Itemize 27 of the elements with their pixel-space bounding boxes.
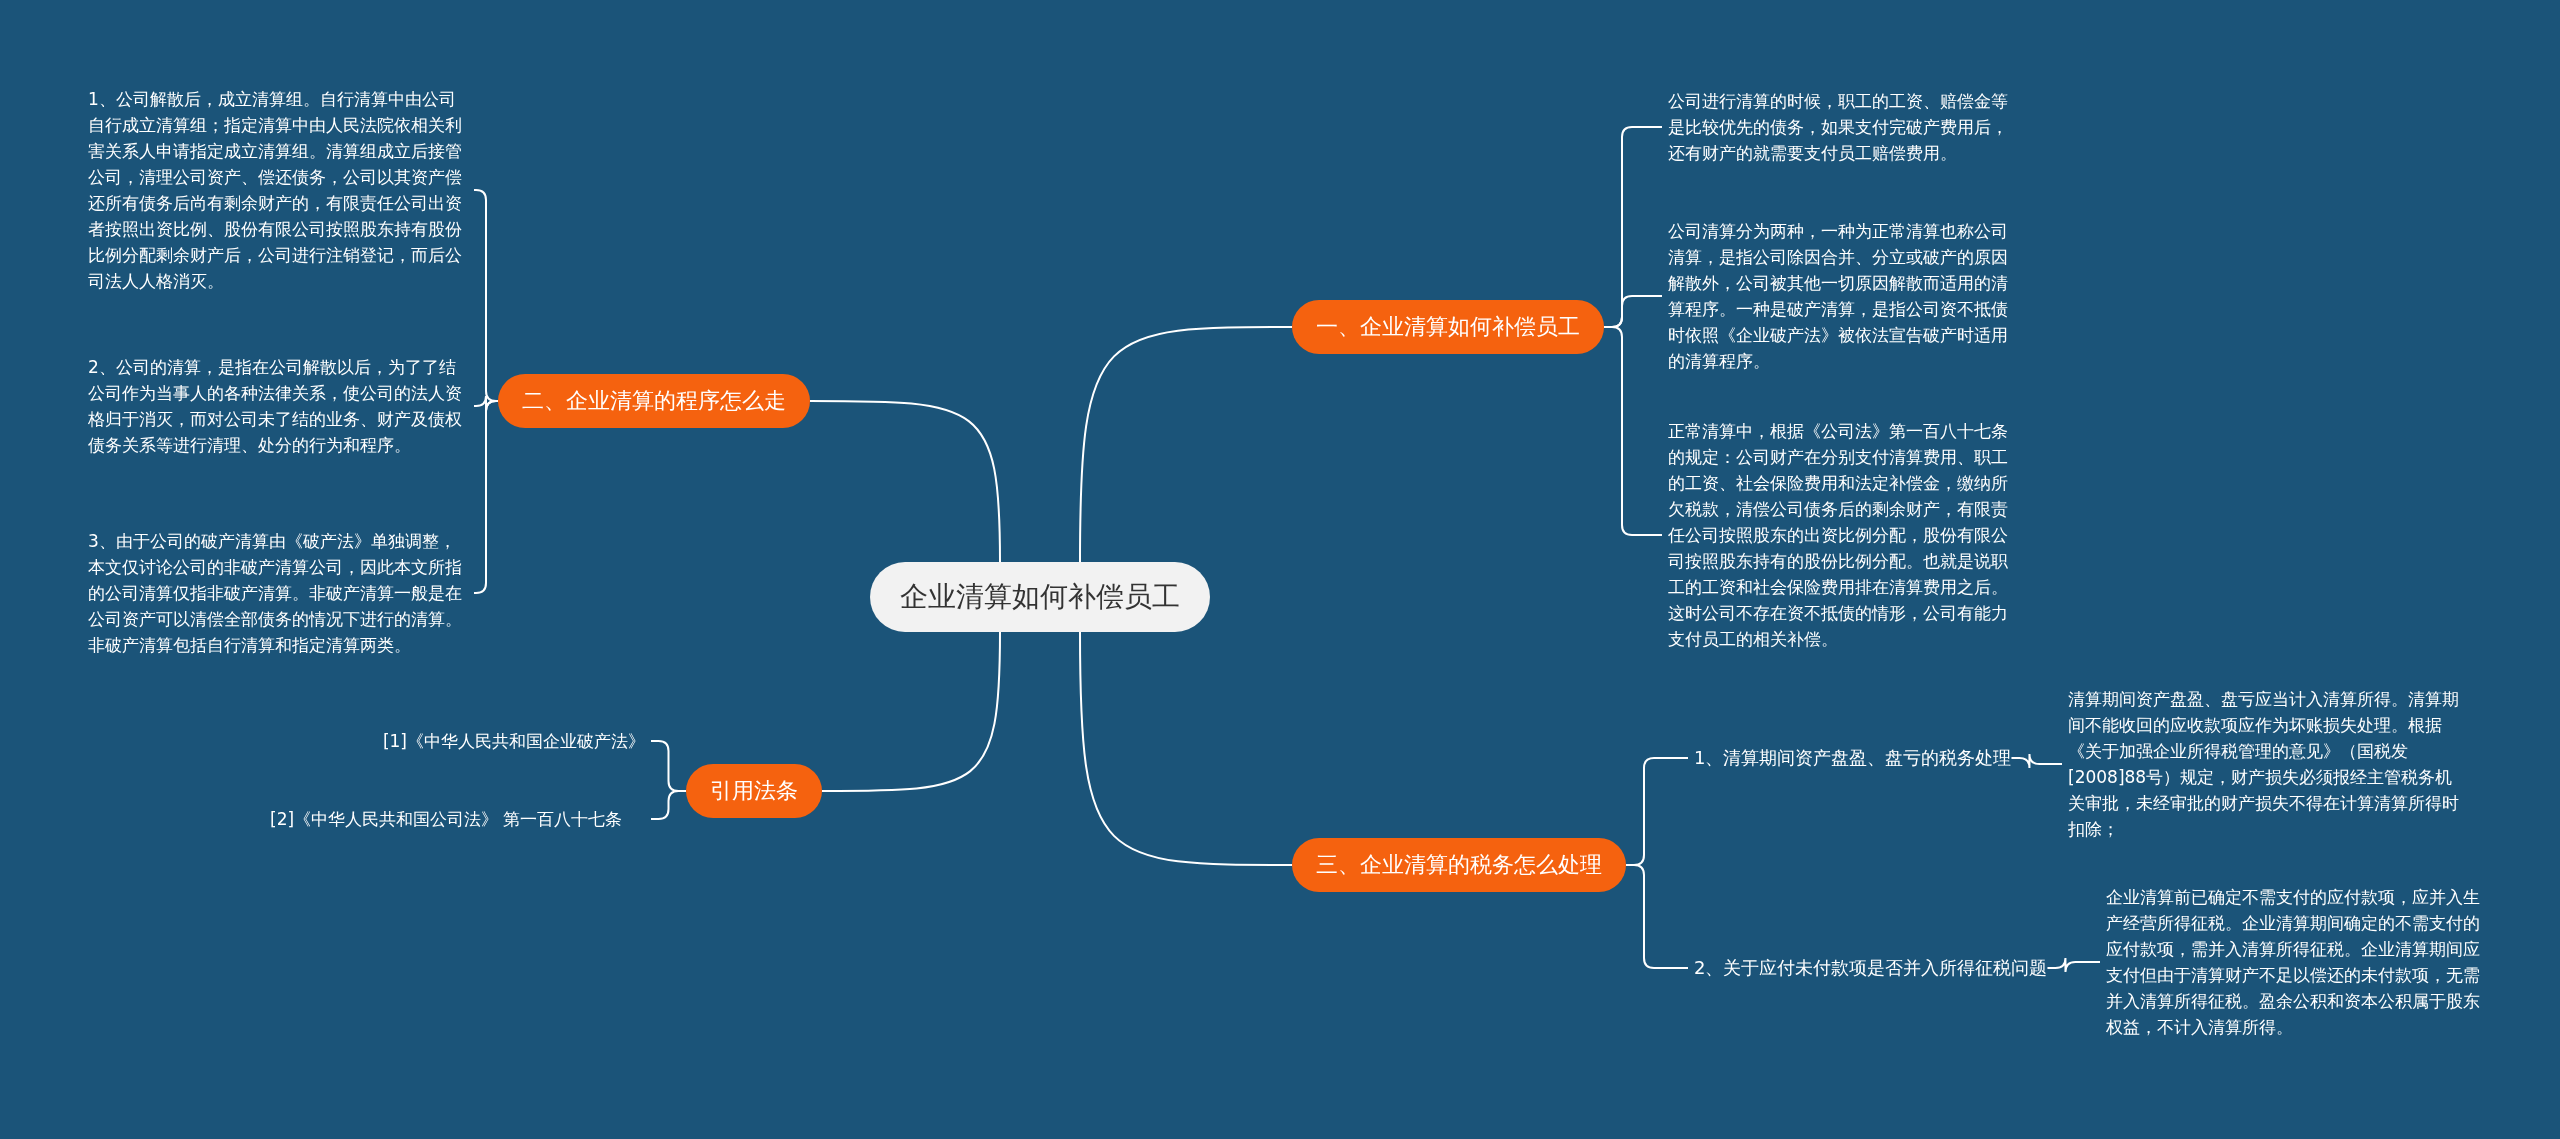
citation-text: [1]《中华人民共和国企业破产法》 bbox=[381, 730, 645, 753]
paragraph-text: 2、公司的清算，是指在公司解散以后，为了了结公司作为当事人的各种法律关系，使公司的法人资格归于消灭，而对公司未了结的业务、财产及债权债务关系等进行清理、处分的行为和程序。 bbox=[88, 356, 463, 457]
connector-line bbox=[1079, 631, 1293, 866]
connector-line bbox=[1603, 326, 1663, 536]
paragraph-text: 企业清算前已确定不需支付的应付款项，应并入生产经营所得征税。企业清算期间确定的不需支付的应付款项，需并入清算所得征税。企业清算期间应支付但由于清算财产不足以偿还的未付款项，无需并入清算所得征税。盈余公积和资本公积属于股东权益，不计入清算所得。 bbox=[2106, 886, 2481, 1039]
central-topic: 企业清算如何补偿员工 bbox=[870, 562, 1210, 632]
branch-topic: 三、企业清算的税务怎么处理 bbox=[1292, 838, 1626, 892]
connector-line bbox=[1079, 326, 1293, 563]
connector-line bbox=[809, 400, 1001, 563]
connector-line bbox=[2046, 957, 2101, 973]
connector-line bbox=[2010, 753, 2063, 769]
paragraph-text: 清算期间资产盘盈、盘亏应当计入清算所得。清算期间不能收回的应收款项应作为坏账损失处理。根据《关于加强企业所得税管理的意见》（国税发[2008]88号）规定，财产损失必须报经主管税务机关审批，未经审批的财产损失不得在计算清算所得时扣除； bbox=[2068, 688, 2460, 841]
paragraph-text: 正常清算中，根据《公司法》第一百八十七条的规定：公司财产在分别支付清算费用、职工的工资、社会保险费用和法定补偿金，缴纳所欠税款，清偿公司债务后的剩余财产，有限责任公司按照股东的出资比例分配，股份有限公司按照股东持有的股份比例分配。也就是说职工的工资和社会保险费用排在清算费用之后。这时公司不存在资不抵债的情形，公司有能力支付员工的相关补偿。 bbox=[1668, 420, 2008, 651]
paragraph-text: 公司清算分为两种，一种为正常清算也称公司清算，是指公司除因合并、分立或破产的原因解散外，公司被其他一切原因解散而适用的清算程序。一种是破产清算，是指公司资不抵债时依照《企业破产法》被依法宣告破产时适用的清算程序。 bbox=[1668, 220, 2008, 373]
branch-topic: 一、企业清算如何补偿员工 bbox=[1292, 300, 1604, 354]
connector-line bbox=[473, 400, 499, 594]
connector-line bbox=[821, 631, 1001, 792]
subtopic-text: 1、清算期间资产盘盈、盘亏的税务处理 bbox=[1694, 746, 2012, 770]
branch-topic: 引用法条 bbox=[686, 764, 822, 818]
subtopic-text: 2、关于应付未付款项是否并入所得征税问题 bbox=[1694, 956, 2048, 980]
connector-line bbox=[650, 790, 687, 820]
paragraph-text: 公司进行清算的时候，职工的工资、赔偿金等是比较优先的债务，如果支付完破产费用后，还有财产的就需要支付员工赔偿费用。 bbox=[1668, 90, 2008, 165]
citation-text: [2]《中华人民共和国公司法》 第一百八十七条 bbox=[270, 808, 624, 831]
connector-line bbox=[1625, 864, 1689, 969]
paragraph-text: 1、公司解散后，成立清算组。自行清算中由公司自行成立清算组；指定清算中由人民法院依相关利害关系人申请指定成立清算组。清算组成立后接管公司，清理公司资产、偿还债务，公司以其资产偿还所有债务后尚有剩余财产的，有限责任公司出资者按照出资比例、股份有限公司按照股东持有股份比例分配剩余财产后，公司进行注销登记，而后公司法人人格消灭。 bbox=[88, 88, 463, 293]
paragraph-text: 3、由于公司的破产清算由《破产法》单独调整，本文仅讨论公司的非破产清算公司，因此本文所指的公司清算仅指非破产清算。非破产清算一般是在公司资产可以清偿全部债务的情况下进行的清算。非破产清算包括自行清算和指定清算两类。 bbox=[88, 530, 463, 657]
branch-topic: 二、企业清算的程序怎么走 bbox=[498, 374, 810, 428]
